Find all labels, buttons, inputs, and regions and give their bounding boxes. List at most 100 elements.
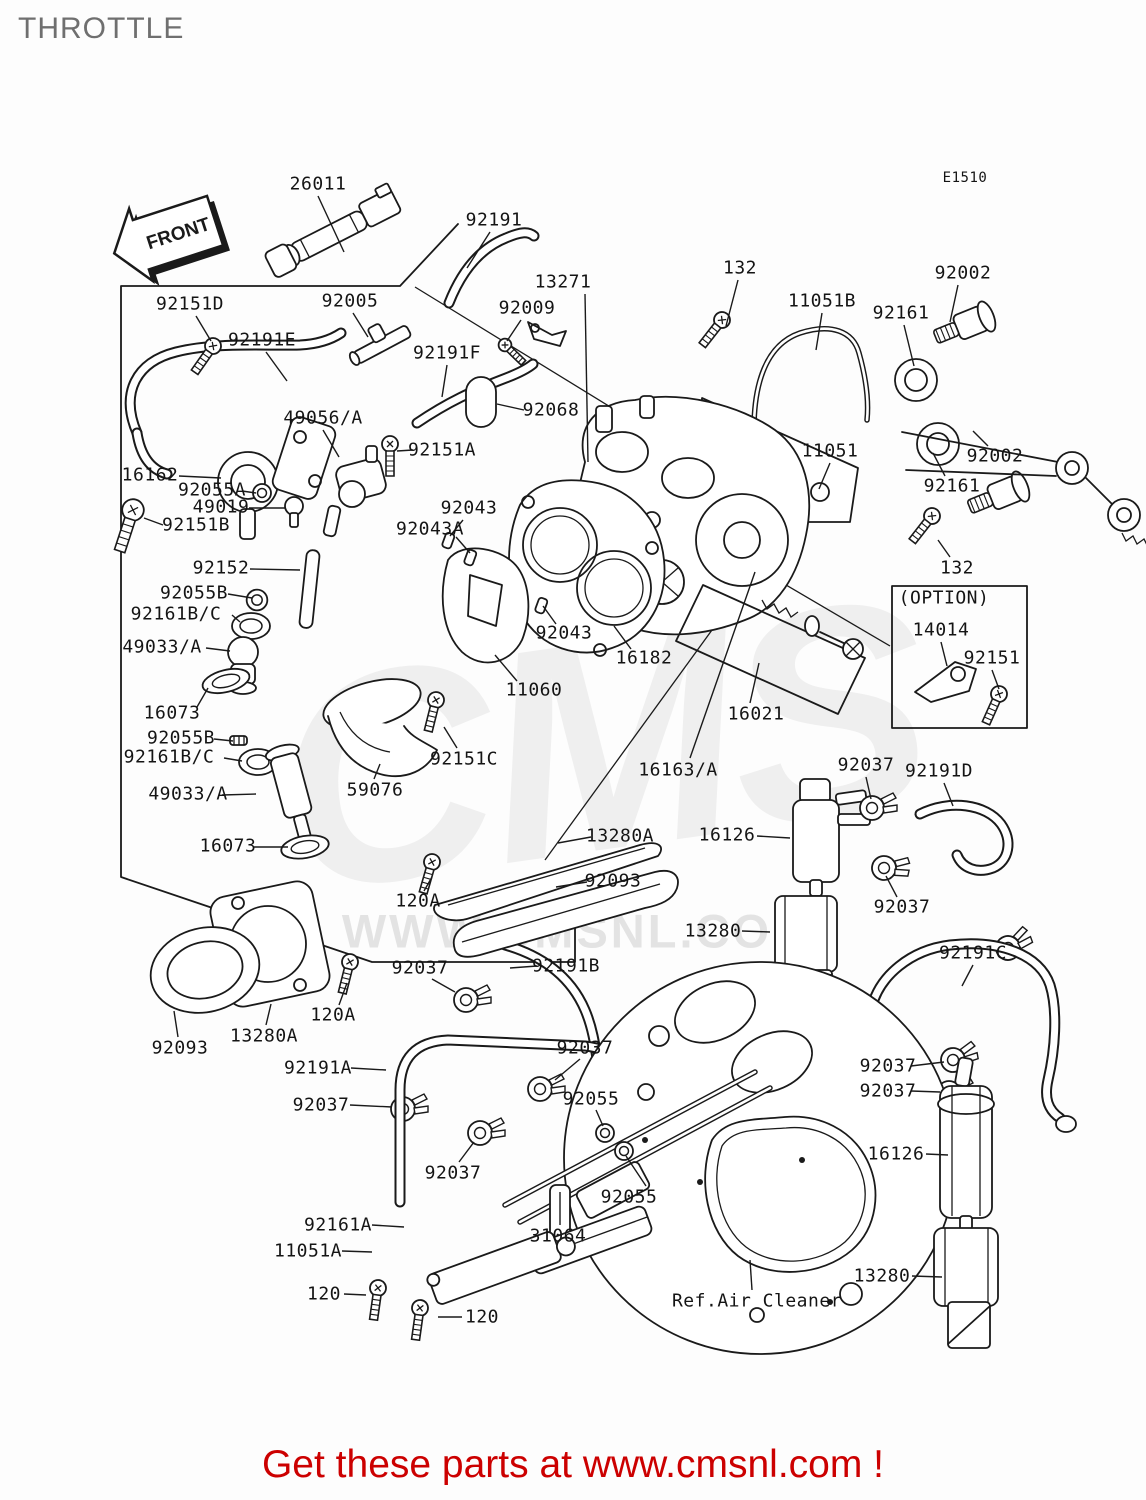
clamp-92037-b bbox=[868, 849, 913, 886]
leader-line-73 bbox=[750, 1260, 752, 1290]
screw-132-upper bbox=[695, 307, 735, 352]
leader-line-23 bbox=[144, 518, 163, 525]
leader-line-45 bbox=[222, 794, 256, 795]
cmsnl-banner-link[interactable]: Get these parts at www.cmsnl.com ! bbox=[261, 1443, 885, 1486]
leader-line-11 bbox=[266, 352, 287, 381]
leader-line-65 bbox=[926, 1154, 948, 1155]
lever-13271 bbox=[528, 322, 566, 346]
gasket-16182 bbox=[509, 480, 665, 656]
leader-line-27 bbox=[228, 594, 252, 598]
hose-92191e bbox=[130, 333, 341, 474]
leader-line-12 bbox=[442, 365, 447, 397]
collar-92161-upper bbox=[895, 359, 937, 401]
leader-line-18 bbox=[179, 476, 221, 478]
leader-line-60 bbox=[911, 1062, 944, 1066]
clamp-92037-f bbox=[527, 1073, 566, 1102]
leader-line-59 bbox=[555, 1059, 580, 1080]
leader-line-36 bbox=[197, 688, 208, 707]
leader-line-15 bbox=[397, 450, 413, 451]
connector-26011 bbox=[261, 183, 403, 279]
funnel-59076 bbox=[318, 670, 437, 776]
leader-line-66 bbox=[459, 1142, 474, 1162]
leader-line-33 bbox=[614, 626, 631, 649]
bracket-11051a bbox=[426, 1225, 579, 1307]
leader-line-72 bbox=[344, 1294, 366, 1295]
leader-line-20 bbox=[242, 491, 256, 493]
leader-line-32 bbox=[206, 648, 230, 651]
holder-13280-lower bbox=[934, 1228, 998, 1348]
leader-line-68 bbox=[372, 1225, 404, 1227]
leader-line-9 bbox=[507, 320, 521, 341]
oring-92055b-upper bbox=[245, 588, 269, 612]
leader-line-17 bbox=[973, 431, 988, 446]
cap-92068 bbox=[466, 377, 496, 427]
leader-line-38 bbox=[214, 739, 233, 741]
option-box bbox=[892, 586, 1027, 728]
screw-120-b bbox=[406, 1298, 430, 1342]
kit-box-16021 bbox=[676, 585, 865, 714]
leader-line-49 bbox=[556, 882, 587, 887]
screw-120-a bbox=[364, 1278, 388, 1322]
leader-line-62 bbox=[911, 1091, 940, 1092]
fuel-tap-16162 bbox=[218, 415, 338, 539]
oring-92055-a bbox=[595, 1123, 615, 1143]
tube-92152 bbox=[299, 550, 320, 629]
leader-line-35 bbox=[495, 655, 517, 681]
gasket-13280a-center bbox=[434, 843, 661, 920]
screw-120a-lower bbox=[333, 951, 361, 996]
leader-line-41 bbox=[690, 572, 755, 758]
oring-92055-b bbox=[614, 1141, 634, 1161]
leader-line-46 bbox=[757, 836, 790, 838]
leader-line-6 bbox=[196, 316, 211, 341]
leader-line-7 bbox=[353, 313, 368, 337]
fast-idle-linkage bbox=[902, 432, 1146, 547]
screw-120a-upper bbox=[414, 851, 443, 896]
leader-line-10 bbox=[904, 325, 914, 366]
pump-16126-upper bbox=[793, 779, 870, 896]
part-14014 bbox=[915, 662, 976, 702]
leader-line-54 bbox=[510, 966, 537, 968]
bolt-92002-upper bbox=[928, 298, 1000, 353]
leader-line-63 bbox=[596, 1110, 603, 1126]
screw-92151d bbox=[187, 333, 226, 378]
leader-line-30 bbox=[941, 642, 947, 666]
leader-line-25 bbox=[938, 540, 950, 557]
screw-92151a bbox=[381, 435, 399, 477]
pump-16126-lower bbox=[938, 1057, 994, 1230]
leader-line-19 bbox=[933, 453, 945, 476]
screw-92151c bbox=[419, 689, 447, 734]
screw-92151b bbox=[108, 495, 148, 556]
ring-92093-left bbox=[141, 916, 268, 1024]
hose-92191 bbox=[449, 233, 534, 303]
leader-lines bbox=[144, 196, 999, 1317]
clamp-92037-d bbox=[453, 984, 492, 1013]
leader-line-1 bbox=[318, 196, 344, 252]
clamp-92037-g bbox=[467, 1117, 506, 1146]
bolt-92002-lower bbox=[962, 468, 1034, 523]
leader-line-24 bbox=[456, 537, 470, 553]
leader-line-64 bbox=[350, 1105, 392, 1107]
leader-line-13 bbox=[497, 404, 524, 410]
leader-line-43 bbox=[944, 783, 953, 806]
leader-line-14 bbox=[323, 430, 339, 457]
leader-line-55 bbox=[432, 979, 455, 992]
page-title: THROTTLE bbox=[18, 12, 185, 45]
hose-92191f bbox=[417, 364, 533, 423]
ring-92161bc-upper bbox=[231, 612, 271, 640]
screw-132-lower bbox=[905, 503, 945, 548]
leader-line-8 bbox=[816, 313, 822, 350]
injector-49033-lower bbox=[264, 742, 325, 855]
leader-line-67 bbox=[626, 1156, 646, 1186]
front-arrow: FRONT bbox=[102, 183, 230, 286]
leader-line-34 bbox=[992, 670, 999, 689]
leader-line-71 bbox=[912, 1276, 942, 1277]
leader-line-47 bbox=[558, 837, 591, 843]
leader-line-53 bbox=[962, 965, 973, 986]
leader-line-29 bbox=[232, 615, 240, 622]
leader-line-58 bbox=[174, 1011, 178, 1037]
leader-line-61 bbox=[351, 1068, 386, 1070]
leader-line-39 bbox=[224, 758, 242, 761]
valve-49056 bbox=[323, 446, 388, 537]
